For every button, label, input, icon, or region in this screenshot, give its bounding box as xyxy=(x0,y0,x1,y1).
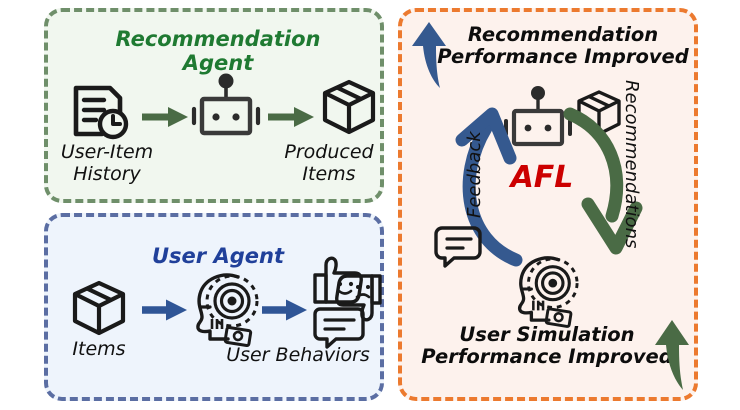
recommendations-arrow-icon xyxy=(540,107,650,268)
user-behaviors-icon xyxy=(310,249,396,349)
user-simulation-performance-heading: User Simulation Performance Improved xyxy=(421,323,673,369)
robot-icon xyxy=(188,72,264,144)
speech-bubble-icon xyxy=(313,307,365,349)
user-improvement-arrow-icon xyxy=(650,318,694,394)
speech-bubble-icon xyxy=(434,224,482,270)
rec-flow-arrow-2 xyxy=(266,104,318,130)
afl-label: AFL xyxy=(510,160,574,195)
produced-items-label: Produced Items xyxy=(284,141,374,185)
user-flow-arrow-2 xyxy=(260,297,310,323)
rec-improvement-arrow-icon xyxy=(408,20,450,92)
ai-head-icon xyxy=(510,250,580,328)
items-label: Items xyxy=(72,338,126,360)
user-agent-panel: User Agent Items xyxy=(44,213,384,401)
rec-flow-arrow-1 xyxy=(140,104,192,130)
recommendation-agent-title: Recommendation Agent xyxy=(115,27,321,75)
user-agent-title: User Agent xyxy=(152,244,284,268)
package-box-icon xyxy=(320,78,378,138)
document-clock-icon xyxy=(70,84,132,144)
ai-head-icon xyxy=(188,267,260,347)
recommendations-label: Recommendations xyxy=(621,80,642,249)
thumbs-down-icon xyxy=(335,274,382,322)
recommendation-performance-heading: Recommendation Performance Improved xyxy=(437,23,689,69)
afl-loop-panel: Recommendation Performance Improved xyxy=(398,8,698,401)
user-item-history-label: User-Item History xyxy=(60,141,154,185)
feedback-arrow-icon xyxy=(444,107,554,276)
user-flow-arrow-1 xyxy=(140,297,190,323)
package-box-icon xyxy=(70,279,128,339)
user-behaviors-label: User Behaviors xyxy=(226,344,370,366)
recommendation-agent-panel: Recommendation Agent User-Item History xyxy=(44,8,384,203)
